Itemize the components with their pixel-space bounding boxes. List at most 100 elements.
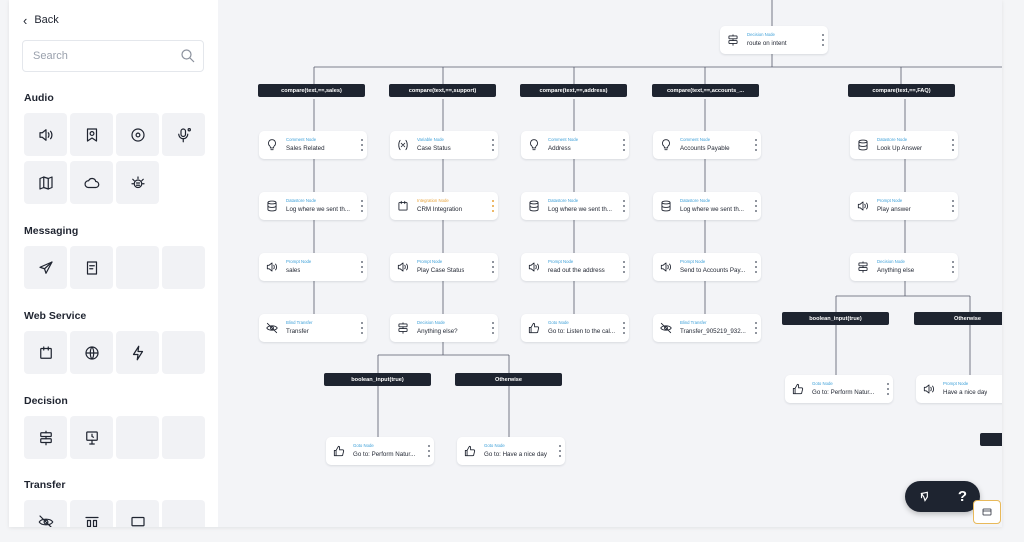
more-options-icon[interactable]	[622, 322, 625, 334]
node-label: sales	[286, 267, 301, 274]
branch-label-otherwise[interactable]: Otherwise	[455, 373, 562, 386]
node-goto-perform[interactable]: Goto Node Go to: Perform Natur...	[326, 437, 434, 465]
more-options-icon[interactable]	[360, 200, 363, 212]
node-case-status[interactable]: Variable Node Case Status	[390, 131, 498, 159]
palette-item-webhook[interactable]	[116, 331, 159, 374]
more-options-icon[interactable]	[427, 445, 430, 457]
flow-connectors	[313, 0, 1002, 437]
node-type: Datastore Node	[286, 198, 317, 203]
palette-item-schedule[interactable]	[70, 416, 113, 459]
node-sales-prompt[interactable]: Prompt Node sales	[259, 253, 367, 281]
more-options-icon[interactable]	[491, 322, 494, 334]
palette-placeholder	[162, 246, 205, 289]
node-accounts-payable[interactable]: Comment Node Accounts Payable	[653, 131, 761, 159]
more-options-icon[interactable]	[951, 261, 954, 273]
branch-label-otherwise[interactable]: Otherwise	[914, 312, 1002, 325]
app-window: ‹ Back Audio Messaging	[9, 0, 1002, 527]
more-options-icon[interactable]	[491, 261, 494, 273]
more-options-icon[interactable]	[360, 322, 363, 334]
palette-item-integration[interactable]	[24, 331, 67, 374]
search-icon[interactable]	[179, 47, 197, 65]
palette-item-screen[interactable]	[116, 500, 159, 527]
node-label: Play Case Status	[417, 267, 465, 274]
branch-label-sales[interactable]: compare(text,==,sales)	[258, 84, 365, 97]
more-options-icon[interactable]	[360, 261, 363, 273]
branch-label-support[interactable]: compare(text,==,support)	[389, 84, 496, 97]
node-route-on-intent[interactable]: Decision Node route on intent	[720, 26, 828, 54]
more-options-icon[interactable]	[886, 383, 889, 395]
node-log-address[interactable]: Datastore Node Log where we sent th...	[521, 192, 629, 220]
palette-item-prompt[interactable]	[24, 113, 67, 156]
help-button[interactable]: ?	[957, 488, 968, 505]
palette-item-decision[interactable]	[24, 416, 67, 459]
node-sales-related[interactable]: Comment Node Sales Related	[259, 131, 367, 159]
more-options-icon[interactable]	[622, 139, 625, 151]
node-send-accounts[interactable]: Prompt Node Send to Accounts Pay...	[653, 253, 761, 281]
branch-label-address[interactable]: compare(text,==,address)	[520, 84, 627, 97]
flow-canvas[interactable]: Decision Node route on intent compare(te…	[218, 0, 1002, 527]
node-anything-else[interactable]: Decision Node Anything else?	[390, 314, 498, 342]
node-play-answer[interactable]: Prompt Node Play answer	[850, 192, 958, 220]
more-options-icon[interactable]	[754, 139, 757, 151]
more-options-icon[interactable]	[754, 261, 757, 273]
more-options-icon[interactable]	[821, 34, 824, 46]
node-crm-integration[interactable]: Integration Node CRM Integration	[390, 192, 498, 220]
branch-label-faq[interactable]: compare(text,==,FAQ)	[848, 84, 955, 97]
node-accounts-transfer[interactable]: Blind Transfer Transfer_905219_932...	[653, 314, 761, 342]
palette-item-http[interactable]	[70, 331, 113, 374]
node-type: Datastore Node	[877, 137, 908, 142]
lightbulb-icon	[265, 138, 279, 152]
node-log-sales[interactable]: Datastore Node Log where we sent th...	[259, 192, 367, 220]
palette-item-blind-transfer[interactable]	[24, 500, 67, 527]
more-options-icon[interactable]	[754, 200, 757, 212]
palette-item-listen[interactable]	[116, 113, 159, 156]
palette-item-send-message[interactable]	[24, 246, 67, 289]
feedback-icon[interactable]	[918, 490, 932, 504]
more-options-icon[interactable]	[622, 200, 625, 212]
node-look-up-answer[interactable]: Datastore Node Look Up Answer	[850, 131, 958, 159]
node-address[interactable]: Comment Node Address	[521, 131, 629, 159]
section-title-messaging: Messaging	[24, 225, 79, 237]
node-play-case-status[interactable]: Prompt Node Play Case Status	[390, 253, 498, 281]
node-faq-goto-perform[interactable]: Goto Node Go to: Perform Natur...	[785, 375, 893, 403]
node-goto-nice-day[interactable]: Goto Node Go to: Have a nice day	[457, 437, 565, 465]
node-type: Datastore Node	[680, 198, 711, 203]
more-options-icon[interactable]	[491, 200, 494, 212]
palette-item-record[interactable]	[70, 113, 113, 156]
palette-item-ai[interactable]	[116, 161, 159, 204]
branch-label-offscreen[interactable]	[980, 433, 1002, 446]
node-label: read out the address	[548, 267, 605, 274]
palette-item-warm-transfer[interactable]	[70, 500, 113, 527]
palette-item-sms[interactable]	[70, 246, 113, 289]
node-goto-listen[interactable]: Goto Node Go to: Listen to the cal...	[521, 314, 629, 342]
eye-off-icon	[659, 321, 673, 335]
help-widget[interactable]: ?	[905, 481, 980, 512]
node-sales-transfer[interactable]: Blind Transfer Transfer	[259, 314, 367, 342]
branch-label-boolean-true[interactable]: boolean_input(true)	[782, 312, 889, 325]
node-read-address[interactable]: Prompt Node read out the address	[521, 253, 629, 281]
back-button[interactable]: ‹ Back	[23, 10, 59, 30]
map-icon	[38, 175, 53, 190]
node-type: Comment Node	[286, 137, 317, 142]
palette-item-speech-input[interactable]	[162, 113, 205, 156]
thumbs-up-icon	[791, 382, 805, 396]
node-label: Go to: Perform Natur...	[812, 389, 875, 396]
more-options-icon[interactable]	[360, 139, 363, 151]
search-input[interactable]	[23, 49, 179, 63]
branch-label-accounts[interactable]: compare(text,==,accounts_...	[652, 84, 759, 97]
branch-label-boolean-true[interactable]: boolean_input(true)	[324, 373, 431, 386]
more-options-icon[interactable]	[951, 139, 954, 151]
more-options-icon[interactable]	[622, 261, 625, 273]
node-faq-nice-day[interactable]: Prompt Node Have a nice day	[916, 375, 1002, 403]
node-log-accounts[interactable]: Datastore Node Log where we sent th...	[653, 192, 761, 220]
more-options-icon[interactable]	[558, 445, 561, 457]
node-type: Prompt Node	[943, 381, 969, 386]
palette-item-cloud[interactable]	[70, 161, 113, 204]
node-faq-anything-else[interactable]: Decision Node Anything else	[850, 253, 958, 281]
more-options-icon[interactable]	[754, 322, 757, 334]
palette-item-map[interactable]	[24, 161, 67, 204]
speaker-icon	[922, 382, 936, 396]
minimap-toggle-button[interactable]	[973, 500, 1001, 524]
more-options-icon[interactable]	[951, 200, 954, 212]
more-options-icon[interactable]	[491, 139, 494, 151]
